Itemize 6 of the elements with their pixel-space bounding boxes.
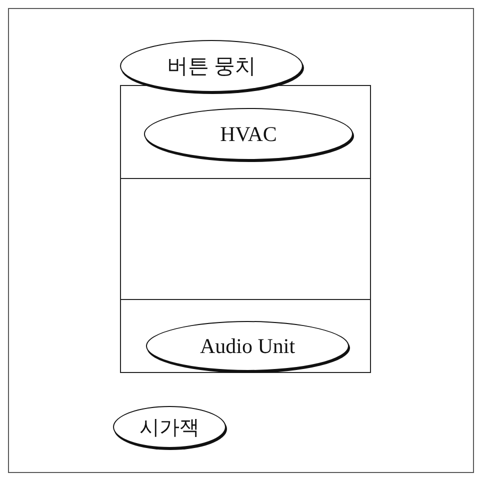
panel-section <box>120 85 371 373</box>
node-label: 버튼 뭉치 <box>166 53 256 80</box>
node-label: 시가잭 <box>140 416 200 440</box>
node-label: Audio Unit <box>200 334 296 358</box>
node-label: HVAC <box>220 122 277 146</box>
empty-section <box>121 178 370 300</box>
